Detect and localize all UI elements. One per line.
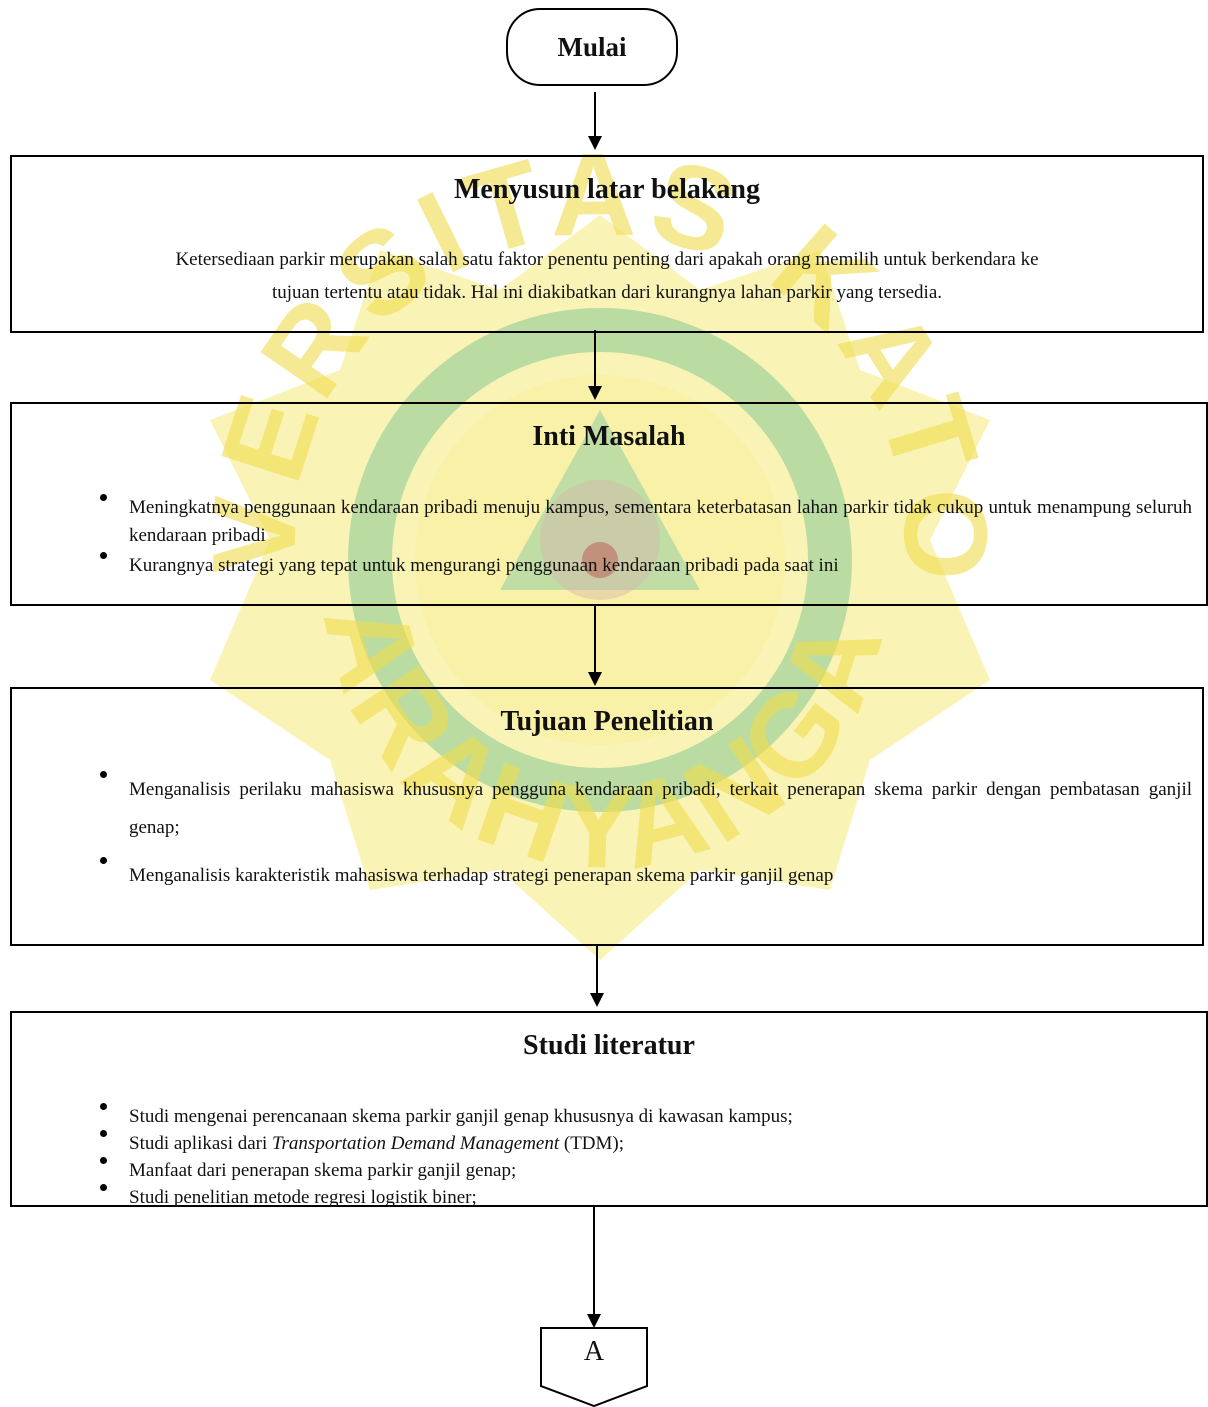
problem-box: Inti Masalah Meningkatnya penggunaan ken…: [10, 402, 1208, 606]
literature-item-3: Manfaat dari penerapan skema parkir ganj…: [12, 1157, 1192, 1184]
objective-title: Tujuan Penelitian: [500, 706, 714, 737]
background-text-line-1: Ketersediaan parkir merupakan salah satu…: [175, 249, 1039, 270]
literature-item-2-prefix: Studi aplikasi dari: [129, 1133, 273, 1154]
arrow-background-to-problem: [588, 330, 602, 400]
literature-item-2: Studi aplikasi dari Transportation Deman…: [12, 1130, 1192, 1157]
problem-title: Inti Masalah: [532, 421, 686, 452]
background-box: Menyusun latar belakang Ketersediaan par…: [10, 155, 1204, 333]
connector-label: A: [583, 1336, 605, 1367]
literature-box: Studi literatur Studi mengenai perencana…: [10, 1011, 1208, 1208]
start-label: Mulai: [557, 31, 627, 62]
objective-item-2: Menganalisis karakteristik mahasiswa ter…: [12, 857, 1192, 895]
literature-item-4: Studi penelitian metode regresi logistik…: [12, 1184, 1192, 1211]
start-terminal: Mulai: [506, 8, 678, 86]
literature-title: Studi literatur: [523, 1030, 695, 1061]
objective-item-1: Menganalisis perilaku mahasiswa khususny…: [12, 771, 1192, 847]
problem-item-2: Kurangnya strategi yang tepat untuk meng…: [12, 552, 1192, 580]
problem-item-1: Meningkatnya penggunaan kendaraan pribad…: [12, 494, 1192, 550]
off-page-connector: [540, 1327, 648, 1407]
arrow-start-to-background: [588, 92, 602, 150]
literature-item-1: Studi mengenai perencanaan skema parkir …: [12, 1103, 1192, 1130]
objective-box: Tujuan Penelitian Menganalisis perilaku …: [10, 687, 1204, 946]
objective-list: Menganalisis perilaku mahasiswa khususny…: [12, 771, 1192, 895]
arrow-literature-to-connector: [587, 1206, 601, 1328]
literature-item-2-suffix: (TDM);: [559, 1133, 625, 1154]
background-text-line-2: tujuan tertentu atau tidak. Hal ini diak…: [271, 282, 943, 303]
literature-list: Studi mengenai perencanaan skema parkir …: [12, 1103, 1192, 1211]
background-title: Menyusun latar belakang: [454, 174, 760, 205]
background-text: Ketersediaan parkir merupakan salah satu…: [52, 243, 1162, 309]
literature-item-2-italic: Transportation Demand Management: [272, 1133, 560, 1154]
arrow-objective-to-literature: [590, 945, 604, 1007]
arrow-problem-to-objective: [588, 604, 602, 686]
problem-list: Meningkatnya penggunaan kendaraan pribad…: [12, 494, 1192, 580]
